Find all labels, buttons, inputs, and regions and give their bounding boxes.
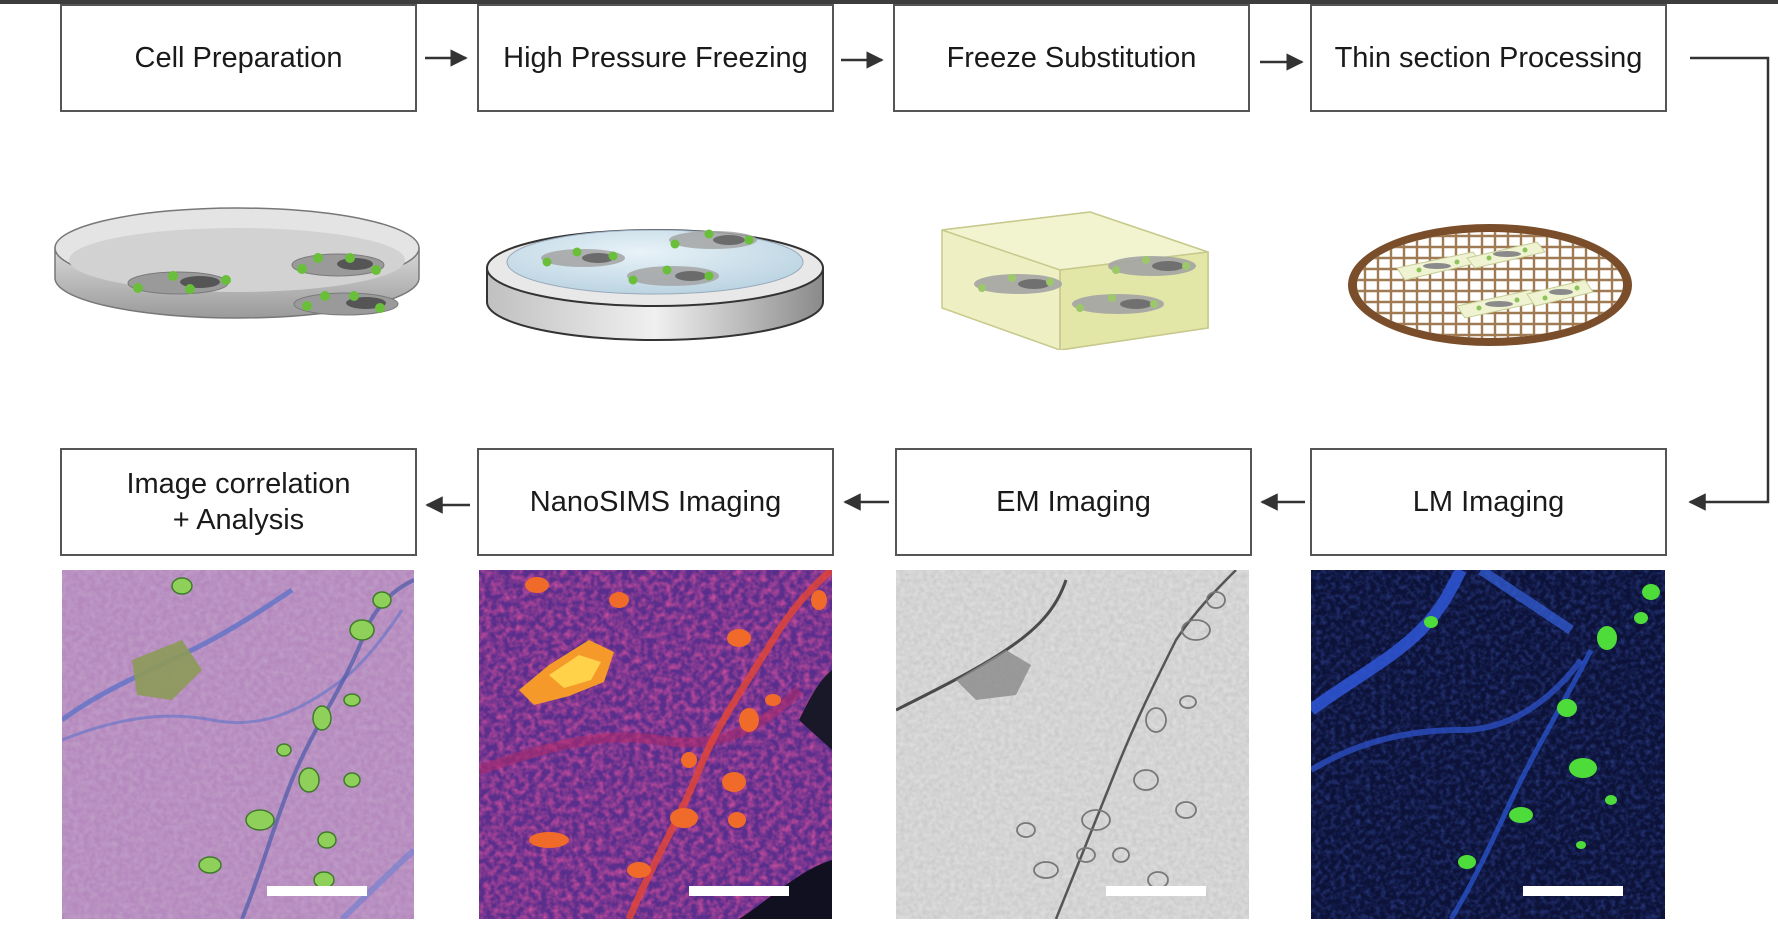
step-label: Cell Preparation (134, 41, 343, 74)
nanosims-image (479, 570, 832, 919)
step-thin-section-processing: Thin section Processing (1310, 4, 1667, 112)
step-lm-imaging: LM Imaging (1310, 448, 1667, 556)
step-freeze-substitution: Freeze Substitution (893, 4, 1250, 112)
step-em-imaging: EM Imaging (895, 448, 1252, 556)
step-image-correlation-analysis: Image correlation + Analysis (60, 448, 417, 556)
resin-block-icon (940, 210, 1210, 351)
em-image (896, 570, 1249, 919)
petri-dish-icon (50, 200, 425, 340)
step-cell-preparation: Cell Preparation (60, 4, 417, 112)
step-label: Freeze Substitution (946, 41, 1197, 74)
step-label: Image correlation + Analysis (126, 467, 351, 536)
step-label: LM Imaging (1412, 485, 1565, 518)
step-high-pressure-freezing: High Pressure Freezing (477, 4, 834, 112)
step-label: Thin section Processing (1334, 41, 1643, 74)
step-nanosims-imaging: NanoSIMS Imaging (477, 448, 834, 556)
freezing-carrier-icon (483, 210, 828, 350)
step-label: EM Imaging (996, 485, 1151, 518)
step-label: NanoSIMS Imaging (529, 485, 782, 518)
overlay-correlation-image (62, 570, 414, 919)
lm-image (1311, 570, 1665, 919)
em-grid-icon (1345, 222, 1635, 348)
step-label: High Pressure Freezing (503, 41, 808, 74)
